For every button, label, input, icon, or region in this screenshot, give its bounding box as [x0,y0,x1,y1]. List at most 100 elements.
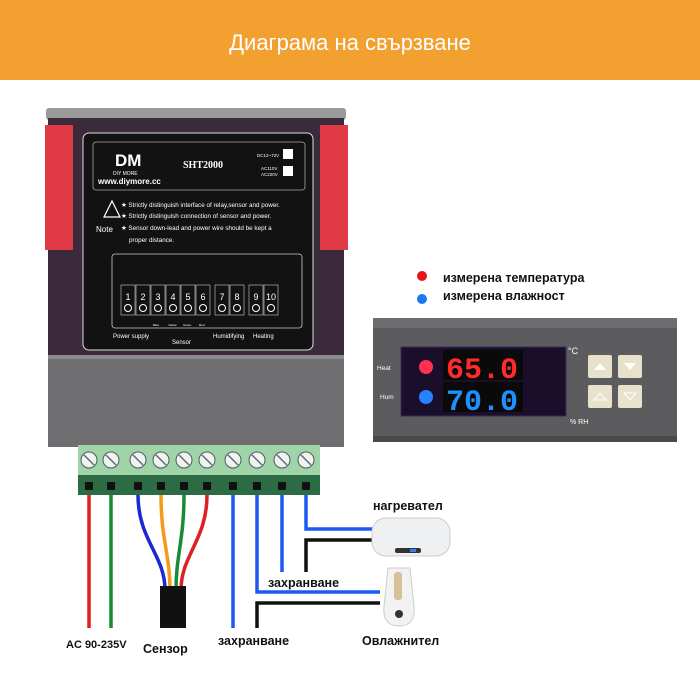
wire-socket [157,482,165,490]
label-humidifier: Овлажнител [362,634,439,648]
wires [87,494,380,628]
left-clip [45,125,73,250]
wire-socket [229,482,237,490]
terminal-slot [165,284,181,316]
terminal-slot [214,284,230,316]
wire-socket [278,482,286,490]
terminal-number: 7 [219,292,224,302]
terminal-screw-icon [218,304,226,312]
terminal-number: 9 [253,292,258,302]
up-button[interactable] [588,355,612,378]
terminal-slot [120,284,136,316]
hum-led [419,390,433,404]
heat-label: Heat [377,365,391,372]
terminal-number: 10 [266,292,276,302]
label-power-bottom: захранване [218,634,289,648]
terminal-number: 6 [200,292,205,302]
terminal-screw-icon [124,304,132,312]
svg-text:Yellow: Yellow [168,323,177,327]
brand-sub: DIY MORE [113,171,138,177]
label-ac: AC 90-235V [66,639,127,651]
header-bar [0,0,700,80]
svg-text:Green: Green [183,323,192,327]
down-alt-button[interactable] [618,385,642,408]
wire-socket [134,482,142,490]
label-power-mid: захранване [268,576,339,590]
down-button[interactable] [618,355,642,378]
legend-blue-dot [417,294,427,304]
brand-logo: DM [115,151,141,170]
group-humidifying: Humidifying [213,334,244,340]
up-outline-icon [592,392,608,401]
group-heating: Heating [253,334,274,340]
heater-image [371,517,451,557]
wire-socket [85,482,93,490]
svg-text:Red: Red [199,323,205,327]
heat-led [419,360,433,374]
terminal-screw-icon [169,304,177,312]
website: www.diymore.cc [97,177,161,186]
hum-unit: % RH [570,419,588,426]
terminal-slot [195,284,211,316]
up-filled-icon [594,363,606,370]
wire-humidifier-blue [255,495,380,594]
terminal-number: 5 [185,292,190,302]
terminal-screw-icon [139,304,147,312]
down-filled-icon [624,363,636,370]
wire-sensor-blue [136,494,167,591]
note-1: ★ Strictly distinguish interface of rela… [121,202,280,209]
humidifier-image [383,567,415,627]
legend-humidity: измерена влажност [443,289,565,303]
terminal-slot [263,284,279,316]
terminal-screw-icon [199,304,207,312]
group-sensor: Sensor [172,340,191,346]
voltage-ac110: AC110V [261,166,277,171]
terminal-number: 1 [125,292,130,302]
right-clip [320,125,348,250]
terminal-screw-icon [184,304,192,312]
wire-socket [253,482,261,490]
terminal-number: 4 [170,292,175,302]
terminal-screw-icon [267,304,275,312]
hum-label: Hum [380,394,394,401]
temperature-readout: 65.0 [446,354,518,388]
terminal-slot [248,284,264,316]
humidity-readout: 70.0 [446,386,518,420]
down-outline-icon [622,392,638,401]
terminal-screw-icon [252,304,260,312]
terminal-block [78,445,320,495]
display-unit: Heat Hum 65.0 70.0 °C % RH [373,318,677,442]
terminal-slot [229,284,245,316]
legend: измерена температура измерена влажност [417,271,585,304]
warning-icon [103,199,121,218]
wire-humidifier-black [255,601,380,628]
legend-red-dot [417,271,427,281]
group-power: Power supply [113,334,149,340]
wire-sensor-green [174,494,186,591]
display-buttons [588,355,642,408]
wire-socket [302,482,310,490]
wire-heater-blue [304,495,374,531]
terminal-screw-icon [233,304,241,312]
up-alt-button[interactable] [588,385,612,408]
terminal-slot [150,284,166,316]
voltage-ac220: AC220V [261,172,278,177]
svg-text:Blue: Blue [153,323,159,327]
terminal-slot [135,284,151,316]
legend-temperature: измерена температура [443,271,585,285]
note-4: proper distance. [129,237,174,244]
terminal-slot [180,284,196,316]
model: SHT2000 [183,160,223,171]
wire-socket [107,482,115,490]
wire-sensor-yellow [159,494,172,591]
temp-unit: °C [568,346,579,356]
terminal-number: 3 [155,292,160,302]
label-heater: нагревател [373,499,443,513]
label-sensor: Сензор [143,642,188,656]
voltage-dc: DC12~72V [257,153,279,158]
controller-unit: DM DIY MORE www.diymore.cc SHT2000 DC12~… [45,108,348,447]
note-2: ★ Strictly distinguish connection of sen… [121,213,271,220]
sensor-cable [160,586,186,628]
